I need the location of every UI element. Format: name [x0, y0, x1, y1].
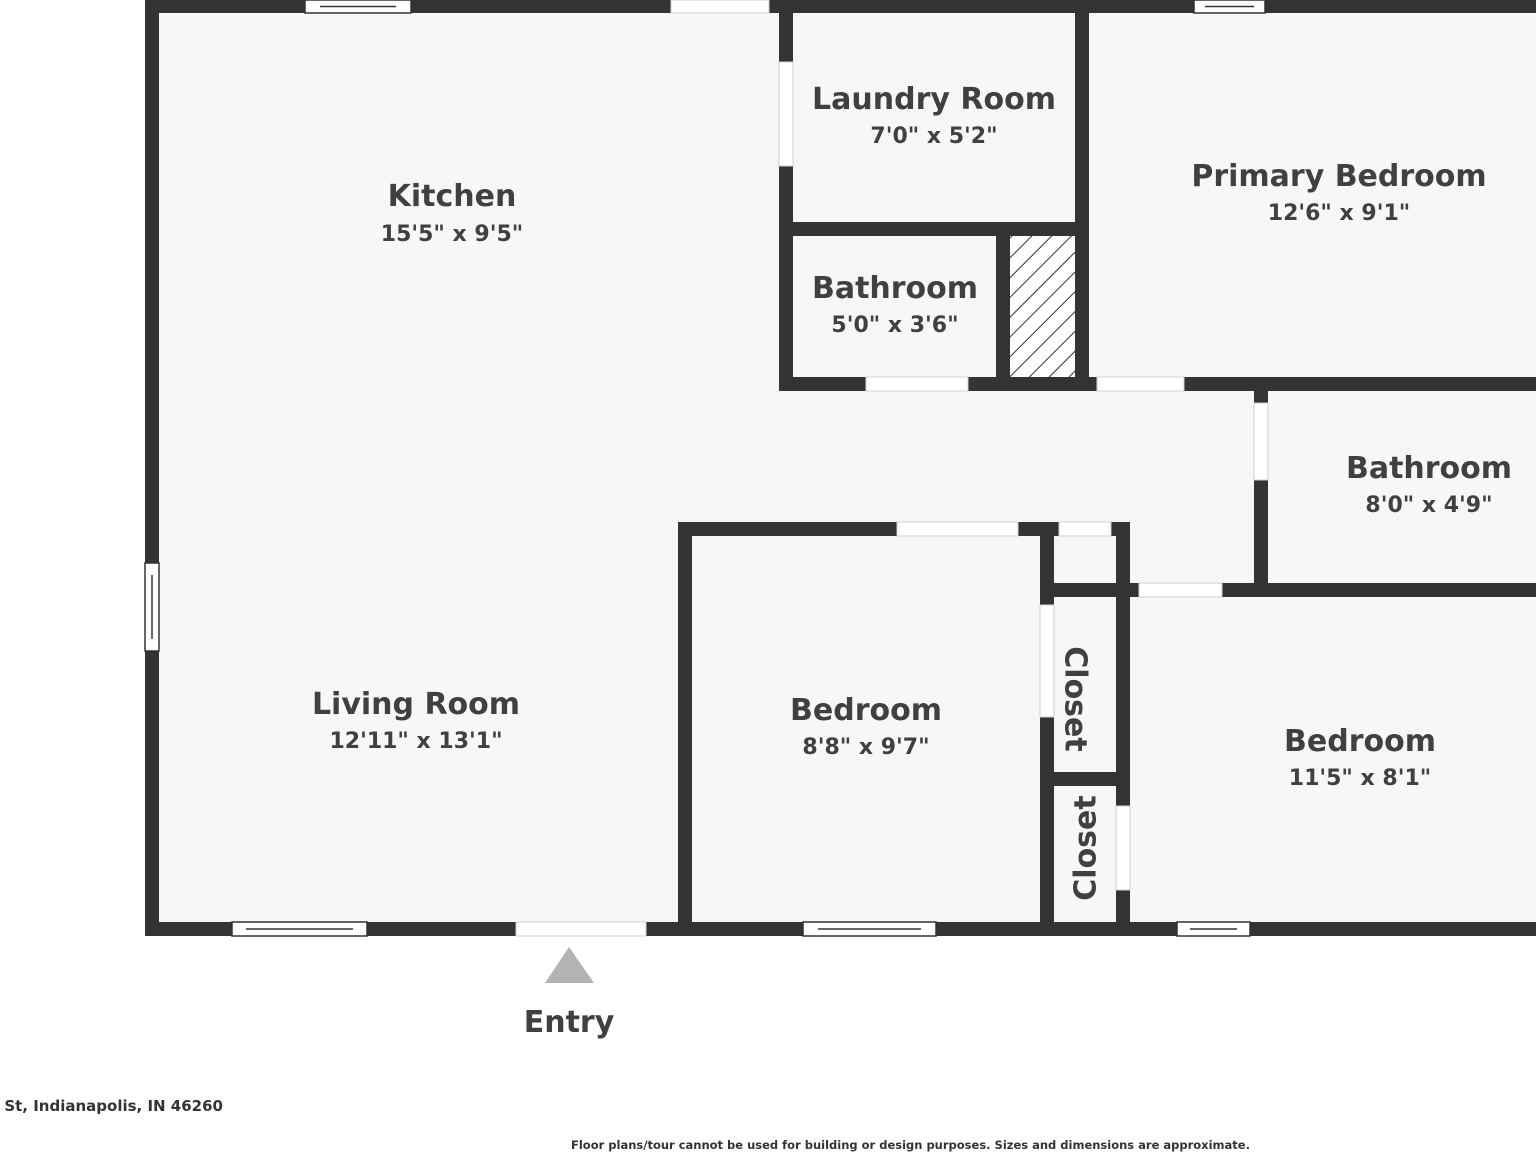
wall-closet-mid [1047, 772, 1123, 786]
wall-bath-chase [996, 229, 1010, 390]
wall-closet-top [1047, 583, 1123, 597]
wall-top [145, 0, 1536, 13]
bedroom-middle-dim: 8'8" x 9'7" [802, 735, 929, 760]
door-entry [515, 921, 647, 937]
primary-bedroom-label: Primary Bedroom [1191, 159, 1486, 194]
doors [515, 0, 1269, 937]
bathroom-hall-dim: 8'0" x 4'9" [1365, 493, 1492, 518]
bathroom-small-dim: 5'0" x 3'6" [831, 313, 958, 338]
living-room-dim: 12'11" x 13'1" [329, 729, 502, 754]
door-bathroom-small [865, 376, 969, 392]
closet-lower-label: Closet [1069, 795, 1104, 900]
door-bedroom-right [1138, 582, 1223, 598]
living-room-label: Living Room [312, 687, 520, 722]
entry-arrow-icon [545, 947, 594, 983]
floor-area [152, 6, 1536, 929]
door-linen-closet [1058, 521, 1112, 537]
wall-left [145, 0, 159, 936]
laundry-room-dim: 7'0" x 5'2" [870, 124, 997, 149]
property-address: 3rd St, Indianapolis, IN 46260 [0, 1097, 223, 1115]
wall-laundry-bottom [779, 222, 1089, 236]
entry-label: Entry [524, 1005, 615, 1040]
windows [144, 0, 1266, 937]
door-closet-lower [1115, 805, 1131, 891]
door-bedroom-middle [896, 521, 1019, 537]
wall-bedroom-left [678, 522, 692, 936]
door-kitchen-top [670, 0, 770, 14]
utility-chase [1006, 231, 1081, 384]
bedroom-right-label: Bedroom [1284, 724, 1436, 759]
kitchen-dim: 15'5" x 9'5" [381, 222, 523, 247]
primary-bedroom-dim: 12'6" x 9'1" [1268, 201, 1410, 226]
laundry-room-label: Laundry Room [812, 82, 1056, 117]
disclaimer-note: Floor plans/tour cannot be used for buil… [571, 1138, 1250, 1152]
door-primary-bedroom [1096, 376, 1185, 392]
closet-upper-label: Closet [1058, 646, 1093, 751]
kitchen-label: Kitchen [388, 179, 517, 214]
bathroom-hall-label: Bathroom [1346, 451, 1512, 486]
bedroom-middle-label: Bedroom [790, 693, 942, 728]
door-laundry [778, 61, 794, 167]
bathroom-small-label: Bathroom [812, 271, 978, 306]
door-hall-bathroom [1253, 402, 1269, 481]
door-closet-upper [1039, 604, 1055, 718]
bedroom-right-dim: 11'5" x 8'1" [1289, 766, 1431, 791]
wall-hall-bath-bottom [1122, 583, 1536, 597]
walls [145, 0, 1536, 936]
wall-laundry-right [1075, 6, 1089, 390]
